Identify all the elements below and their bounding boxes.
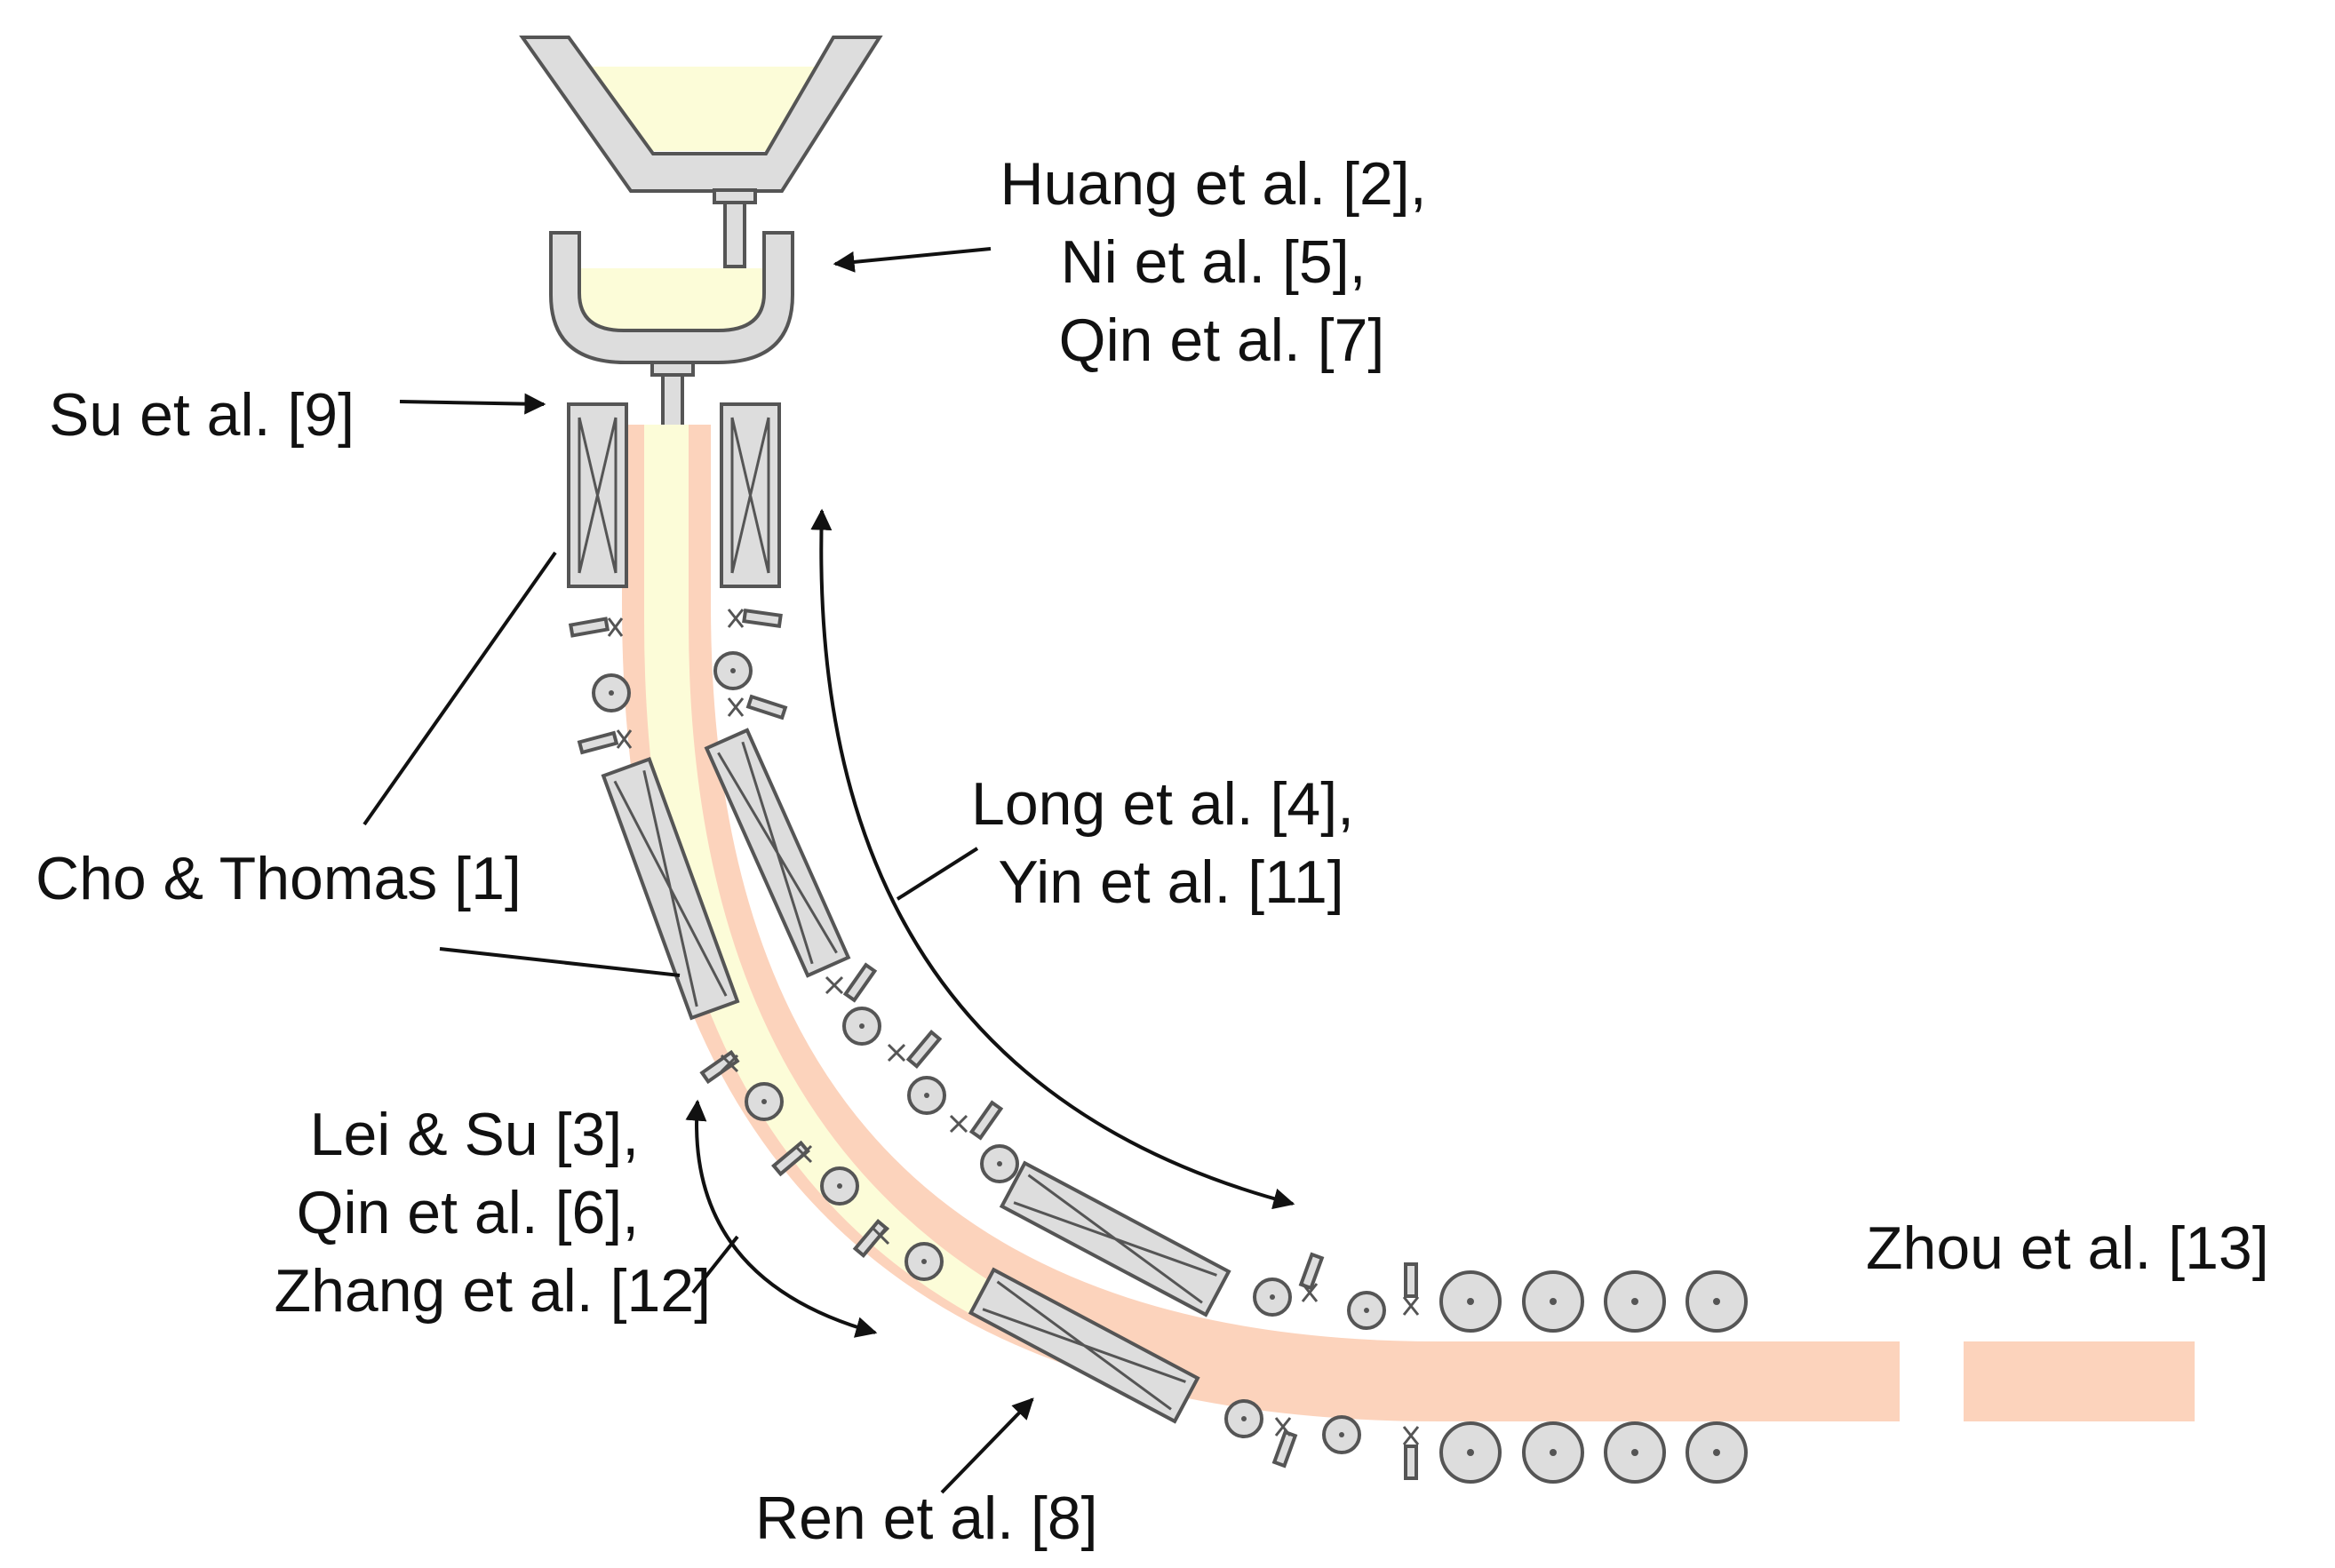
ladle bbox=[519, 36, 883, 268]
tundish-molten-steel bbox=[579, 268, 764, 330]
annotation-pointers bbox=[363, 247, 1295, 1494]
label-long-yin: Long et al. [4], Yin et al. [11] bbox=[971, 770, 1371, 916]
ladle-shroud-collar bbox=[713, 188, 757, 204]
arrow-lei-range bbox=[685, 1099, 878, 1338]
arrow-huang-tundish bbox=[833, 247, 992, 273]
label-cho-thomas: Cho & Thomas [1] bbox=[36, 845, 522, 912]
leader-long-label bbox=[896, 847, 979, 901]
ladle-vessel bbox=[519, 36, 883, 193]
leader-lei-label bbox=[691, 1235, 739, 1294]
sen-collar bbox=[650, 361, 695, 377]
label-su: Su et al. [9] bbox=[49, 381, 355, 449]
strand-shell-end-segment bbox=[1964, 1341, 2195, 1421]
label-ren: Ren et al. [8] bbox=[755, 1484, 1098, 1552]
leader-cho-mold bbox=[363, 551, 557, 826]
mold bbox=[567, 402, 781, 588]
arrow-su-mold bbox=[399, 393, 546, 415]
label-lei-qin-zhang: Lei & Su [3], Qin et al. [6], Zhang et a… bbox=[275, 1101, 711, 1325]
arrow-ren-segment bbox=[940, 1397, 1034, 1494]
arrow-long-range bbox=[810, 508, 1295, 1210]
tundish-vessel bbox=[549, 231, 794, 364]
spray-nozzles bbox=[568, 609, 1420, 1480]
label-zhou: Zhou et al. [13] bbox=[1866, 1214, 2269, 1282]
leader-cho-segment bbox=[439, 947, 681, 977]
rolls-large bbox=[1439, 1270, 1748, 1484]
label-huang-ni-qin: Huang et al. [2], Ni et al. [5], Qin et … bbox=[1000, 150, 1444, 374]
annotation-labels: Huang et al. [2], Ni et al. [5], Qin et … bbox=[36, 150, 2269, 1552]
tundish bbox=[549, 231, 794, 446]
